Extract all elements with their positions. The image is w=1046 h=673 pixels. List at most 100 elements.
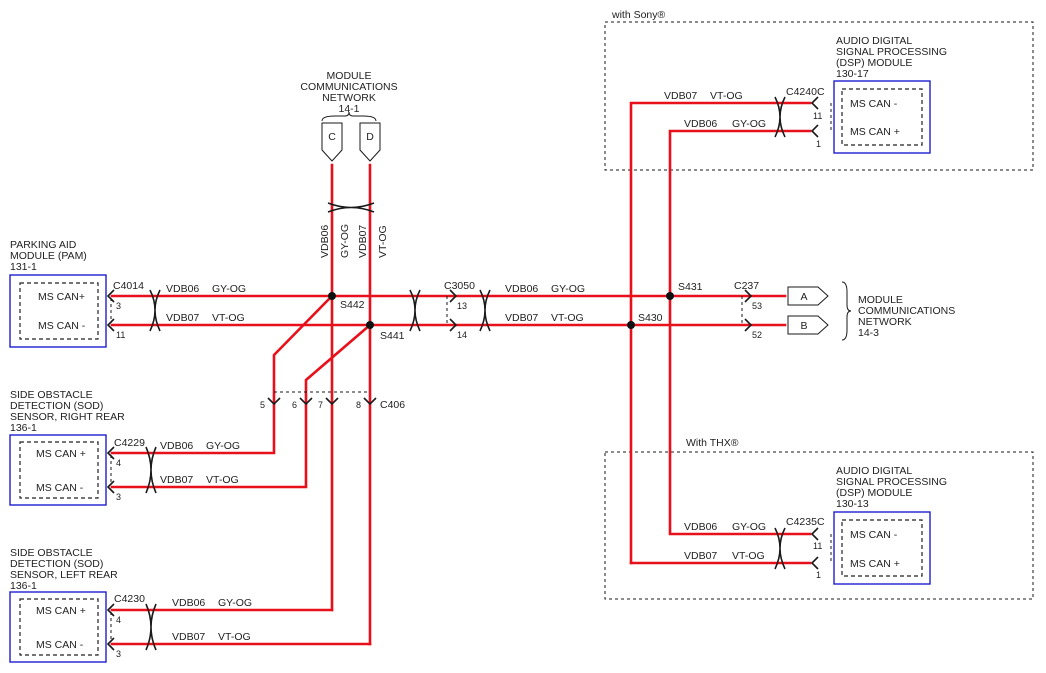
sony-chevrons [810,96,819,138]
svg-text:MODULE: MODULE [858,294,903,306]
svg-text:SENSOR, RIGHT REAR: SENSOR, RIGHT REAR [10,411,125,423]
sod-lr-wire-top-circuit: VDB06 [172,597,205,609]
c237-chevrons [744,289,753,332]
sony-pin-top: 11 [813,111,822,121]
sony-pin-minus: MS CAN - [850,98,898,110]
twist-sod-rr [145,446,157,494]
c237-pin-top: 53 [752,301,762,311]
thx-dsp-label: AUDIO DIGITAL SIGNAL PROCESSING (DSP) MO… [836,465,947,510]
sony-dsp-label: AUDIO DIGITAL SIGNAL PROCESSING (DSP) MO… [836,35,947,80]
thx-chevrons [810,527,819,570]
svg-text:NETWORK: NETWORK [858,316,912,328]
sod-rr-wire-bottom-circuit: VDB07 [160,474,193,486]
mcn-top-vdb07-label: VDB07 [357,225,369,258]
thx-option-label: With THX® [686,437,739,449]
pam-pin-bottom-num: 11 [116,330,125,340]
pam-connector-label: C4014 [113,280,144,292]
mcn-top-gyog-label: GY-OG [339,224,351,258]
c3050-wire-bottom-color: VT-OG [551,312,584,324]
c406-label: C406 [380,399,405,411]
thx-connector-label: C4235C [786,516,825,528]
sony-wire-top-color: VT-OG [710,90,743,102]
sod-lr-module-box [9,591,107,663]
sod-lr-pin-minus: MS CAN - [36,639,84,651]
svg-text:NETWORK: NETWORK [322,92,376,104]
splice-s441-label: S441 [380,330,405,342]
pam-wire-top-color: GY-OG [212,283,246,295]
thx-wire-bottom-color: VT-OG [732,550,765,562]
sod-lr-module-inner [19,598,99,656]
sod-lr-wire-bottom-circuit: VDB07 [172,631,205,643]
pam-connector-chevrons [106,289,115,332]
sony-wire-bottom-circuit: VDB06 [684,118,717,130]
wire-s431-thx [668,294,812,536]
c3050-chevrons [449,289,458,332]
connector-d-tag: D [359,122,381,162]
twist-sod-lr [145,603,157,651]
pam-label: PARKING AID MODULE (PAM) 131-1 [10,239,87,273]
sod-rr-wire-bottom-color: VT-OG [206,474,239,486]
svg-text:SIGNAL PROCESSING: SIGNAL PROCESSING [836,46,947,58]
sod-rr-pin-plus: MS CAN + [36,448,86,460]
connector-a-tag: A [787,286,829,306]
svg-text:14-3: 14-3 [858,327,879,339]
pam-pin-plus: MS CAN+ [38,291,85,303]
sony-wire-top-circuit: VDB07 [664,90,697,102]
svg-text:MODULE (PAM): MODULE (PAM) [10,250,87,262]
sony-pin-bottom: 1 [816,139,821,149]
splice-s430-label: S430 [638,312,663,324]
sod-lr-connector-label: C4230 [114,593,145,605]
splice-s430-dot [627,321,635,329]
svg-text:SIDE OBSTACLE: SIDE OBSTACLE [10,547,93,559]
pam-module-box [9,274,107,348]
svg-text:SIDE OBSTACLE: SIDE OBSTACLE [10,389,93,401]
twist-mid-1 [409,289,421,332]
splice-s442-dot [328,292,336,300]
svg-text:COMMUNICATIONS: COMMUNICATIONS [858,305,955,317]
sod-lr-label: SIDE OBSTACLE DETECTION (SOD) SENSOR, LE… [10,547,118,592]
connector-c-tag: C [321,122,343,162]
pam-module-inner [19,282,99,340]
pam-wire-top-circuit: VDB06 [166,283,199,295]
svg-text:AUDIO DIGITAL: AUDIO DIGITAL [836,35,912,47]
thx-dsp-module-inner [841,519,923,577]
thx-wire-top-circuit: VDB06 [684,521,717,533]
thx-option-box [604,451,1034,600]
sod-rr-connector-label: C4229 [114,437,145,449]
mcn-top-label: MODULE COMMUNICATIONS NETWORK 14-1 [300,70,397,115]
wire-s430-sony [629,101,812,327]
sony-connector-label: C4240C [786,86,825,98]
sod-rr-pin-bottom: 3 [116,492,121,502]
c406-pin5: 5 [260,400,265,410]
wire-s431-sony [668,129,812,298]
connector-b-tag: B [787,315,829,335]
sod-rr-module-inner [19,441,99,499]
sod-rr-wire-top-color: GY-OG [206,440,240,452]
svg-text:C: C [328,131,336,143]
splice-s431-label: S431 [678,281,703,293]
sod-lr-wire-top-color: GY-OG [218,597,252,609]
svg-text:DETECTION (SOD): DETECTION (SOD) [10,558,103,570]
splice-s431-dot [666,292,674,300]
sod-rr-wire-top-circuit: VDB06 [160,440,193,452]
thx-pin-plus: MS CAN + [850,558,900,570]
sod-lr-chevrons [106,603,115,651]
svg-text:130-17: 130-17 [836,68,869,80]
splice-s442-label: S442 [340,299,365,311]
mcn-top-vdb06-label: VDB06 [319,225,331,258]
sod-lr-wire-bottom-color: VT-OG [218,631,251,643]
sod-rr-label: SIDE OBSTACLE DETECTION (SOD) SENSOR, RI… [10,389,125,434]
c3050-label: C3050 [444,280,475,292]
sod-lr-pin-top: 4 [116,615,121,625]
svg-text:SENSOR, LEFT REAR: SENSOR, LEFT REAR [10,569,118,581]
svg-text:MODULE: MODULE [327,70,372,82]
twist-mid-2 [479,289,491,332]
sony-option-label: with Sony® [611,9,666,21]
wire-s441-to-pin6 [110,323,372,489]
svg-text:14-1: 14-1 [338,103,359,115]
c237-label: C237 [734,280,759,292]
svg-text:AUDIO DIGITAL: AUDIO DIGITAL [836,465,912,477]
sod-rr-pin-minus: MS CAN - [36,482,84,494]
svg-text:D: D [366,131,374,143]
c3050-pin-bottom: 14 [457,330,467,340]
